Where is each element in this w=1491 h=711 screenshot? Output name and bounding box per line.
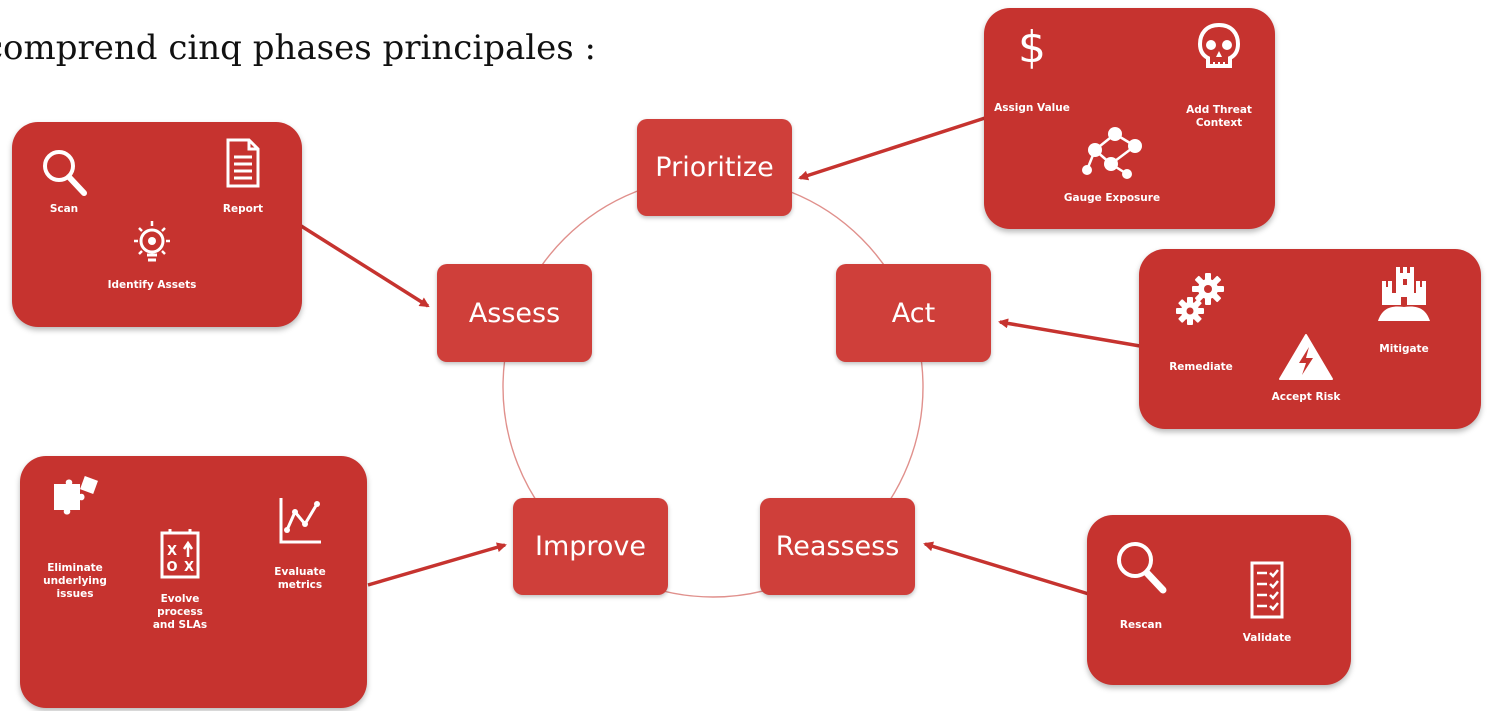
svg-text:X: X — [167, 544, 177, 559]
search-icon — [43, 150, 87, 196]
validate-item: Validate — [1227, 560, 1307, 645]
puzzle-icon — [54, 476, 98, 515]
phase-prioritize: Prioritize — [637, 119, 792, 216]
strategy-icon: X O X — [160, 529, 200, 579]
accept-risk-label: Accept Risk — [1271, 391, 1341, 403]
phase-assess: Assess — [437, 264, 592, 362]
prioritize-panel: $ Assign Value Add Threat Context — [984, 8, 1275, 229]
add-threat-context-item: Add Threat Context — [1174, 22, 1264, 130]
gauge-exposure-label: Gauge Exposure — [1063, 192, 1161, 204]
phase-act-label: Act — [891, 297, 936, 329]
eliminate-item: Eliminate underlying issues — [32, 476, 118, 601]
rescan-item: Rescan — [1107, 539, 1175, 632]
assess-panel: Scan Report — [12, 122, 302, 327]
mitigate-label: Mitigate — [1379, 343, 1429, 355]
intro-heading-text: comprend cinq phases principales : — [0, 28, 596, 68]
gauge-exposure-item: Gauge Exposure — [1052, 120, 1172, 205]
report-label: Report — [222, 203, 264, 215]
dollar-icon: $ — [1018, 22, 1046, 72]
gears-icon — [1176, 273, 1224, 325]
castle-icon — [1378, 267, 1430, 321]
arrow-improve — [367, 542, 507, 587]
arrow-reassess — [923, 541, 1116, 604]
mitigate-item: Mitigate — [1354, 263, 1454, 356]
validate-label: Validate — [1242, 632, 1292, 644]
arrow-prioritize — [798, 116, 986, 181]
phase-improve: Improve — [513, 498, 668, 595]
remediate-item: Remediate — [1161, 271, 1241, 374]
phase-reassess: Reassess — [760, 498, 915, 595]
reassess-panel: Rescan Validate — [1087, 515, 1351, 685]
warning-icon — [1279, 334, 1333, 380]
network-icon — [1082, 127, 1142, 179]
phase-prioritize-label: Prioritize — [655, 152, 774, 183]
intro-heading: comprend cinq phases principales : — [0, 28, 612, 78]
scan-label: Scan — [49, 203, 79, 215]
search-icon — [1117, 542, 1167, 594]
document-icon — [226, 138, 260, 188]
checklist-icon — [1250, 561, 1284, 619]
svg-text:O: O — [166, 560, 177, 575]
assign-value-item: $ Assign Value — [992, 20, 1072, 115]
phase-improve-label: Improve — [534, 531, 647, 562]
arrow-assess — [297, 222, 430, 308]
svg-text:$: $ — [1018, 22, 1046, 72]
identify-assets-item: Identify Assets — [97, 217, 207, 292]
evolve-label: Evolve process and SLAs — [152, 593, 208, 631]
improve-panel: Eliminate underlying issues X O X Evolve… — [20, 456, 367, 708]
remediate-label: Remediate — [1169, 361, 1233, 373]
identify-assets-label: Identify Assets — [107, 279, 197, 291]
eliminate-label: Eliminate underlying issues — [43, 562, 107, 600]
evolve-item: X O X Evolve process and SLAs — [130, 529, 230, 632]
lightbulb-icon — [134, 221, 170, 262]
report-item: Report — [208, 137, 278, 216]
arrow-act — [998, 318, 1141, 348]
add-threat-context-label: Add Threat Context — [1186, 104, 1252, 129]
act-panel: Remediate Mitigate — [1139, 249, 1481, 429]
evaluate-label: Evaluate metrics — [274, 566, 326, 591]
svg-text:X: X — [184, 560, 194, 575]
rescan-label: Rescan — [1119, 619, 1163, 631]
evaluate-item: Evaluate metrics — [250, 496, 350, 592]
phase-reassess-label: Reassess — [775, 531, 900, 562]
accept-risk-item: Accept Risk — [1251, 331, 1361, 404]
phase-assess-label: Assess — [468, 297, 561, 329]
phase-act: Act — [836, 264, 991, 362]
skull-icon — [1197, 22, 1241, 68]
assign-value-label: Assign Value — [994, 102, 1070, 114]
line-chart-icon — [279, 498, 321, 544]
scan-item: Scan — [34, 147, 94, 216]
